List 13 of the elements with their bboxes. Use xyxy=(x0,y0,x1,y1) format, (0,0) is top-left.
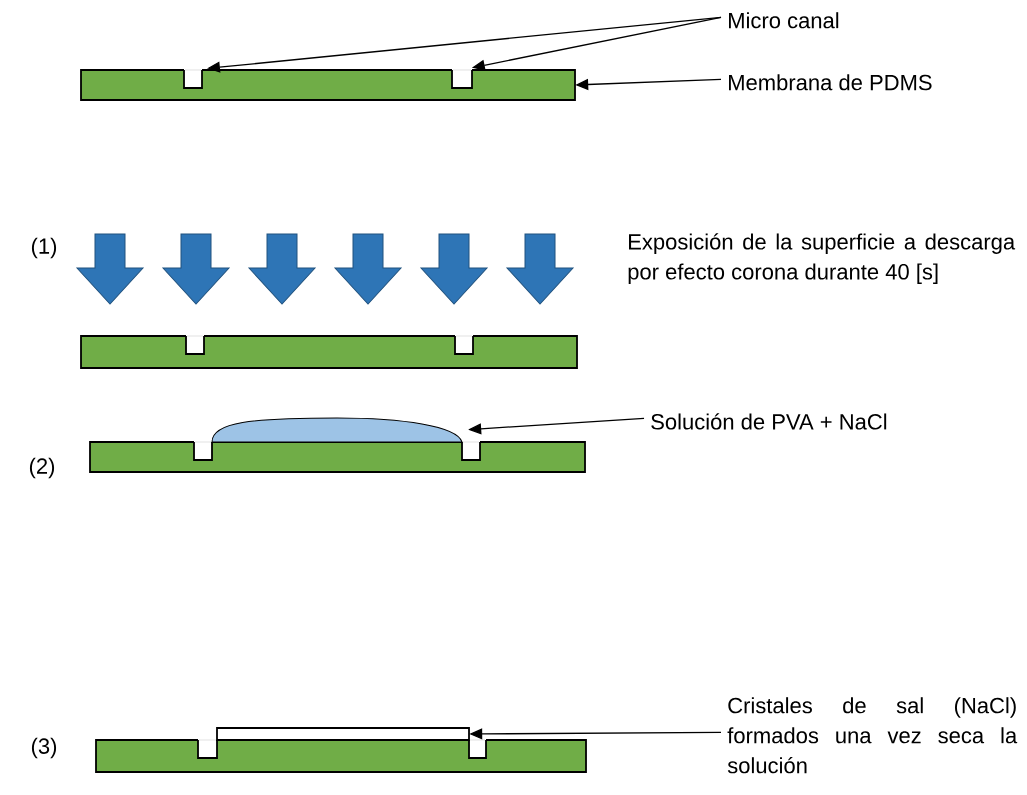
step-number: (3) xyxy=(31,737,57,759)
callout-text: Membrana de PDMS xyxy=(729,74,932,91)
callout-text: Cristales de sal (NaCl) formados una vez seca la solución xyxy=(727,697,1018,774)
callout-text: Solución de PVA + NaCl xyxy=(651,413,887,430)
membrane xyxy=(80,69,576,101)
description-text: Exposición de la superficie a descarga por efecto corona durante 40 [s] xyxy=(628,233,1016,284)
step-number: (2) xyxy=(29,457,55,479)
crystal-layer xyxy=(216,727,470,741)
micro-channel xyxy=(451,69,473,89)
callout-text: Micro canal xyxy=(729,12,839,29)
step-number: (1) xyxy=(31,237,57,259)
micro-channel xyxy=(183,69,203,89)
solution-drop xyxy=(211,417,463,443)
